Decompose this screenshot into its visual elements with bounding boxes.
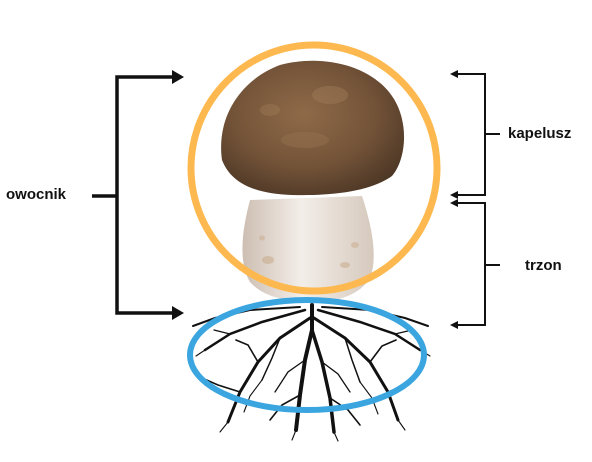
- mushroom-stem: [242, 196, 374, 302]
- mycelium-ellipse: [187, 297, 427, 413]
- fruiting-body-circle: [187, 41, 441, 295]
- mushroom-cap: [221, 60, 405, 196]
- stem-arrowhead-top: [450, 199, 458, 207]
- bracket-arrowhead-top: [172, 70, 184, 84]
- cap-arrowhead-top: [450, 70, 458, 78]
- fruiting-body-label: owocnik: [6, 186, 67, 203]
- mycelium-roots-illustration: [192, 303, 431, 442]
- cap-arrowhead-bottom: [450, 191, 458, 199]
- bracket-arrowhead-bottom: [172, 306, 184, 320]
- stem-bracket: [456, 202, 500, 326]
- stem-label: trzon: [525, 257, 562, 274]
- stem-arrowhead-bottom: [450, 321, 458, 329]
- cap-label: kapelusz: [508, 125, 572, 142]
- fruiting-body-bracket: [92, 75, 178, 315]
- cap-bracket: [456, 73, 500, 196]
